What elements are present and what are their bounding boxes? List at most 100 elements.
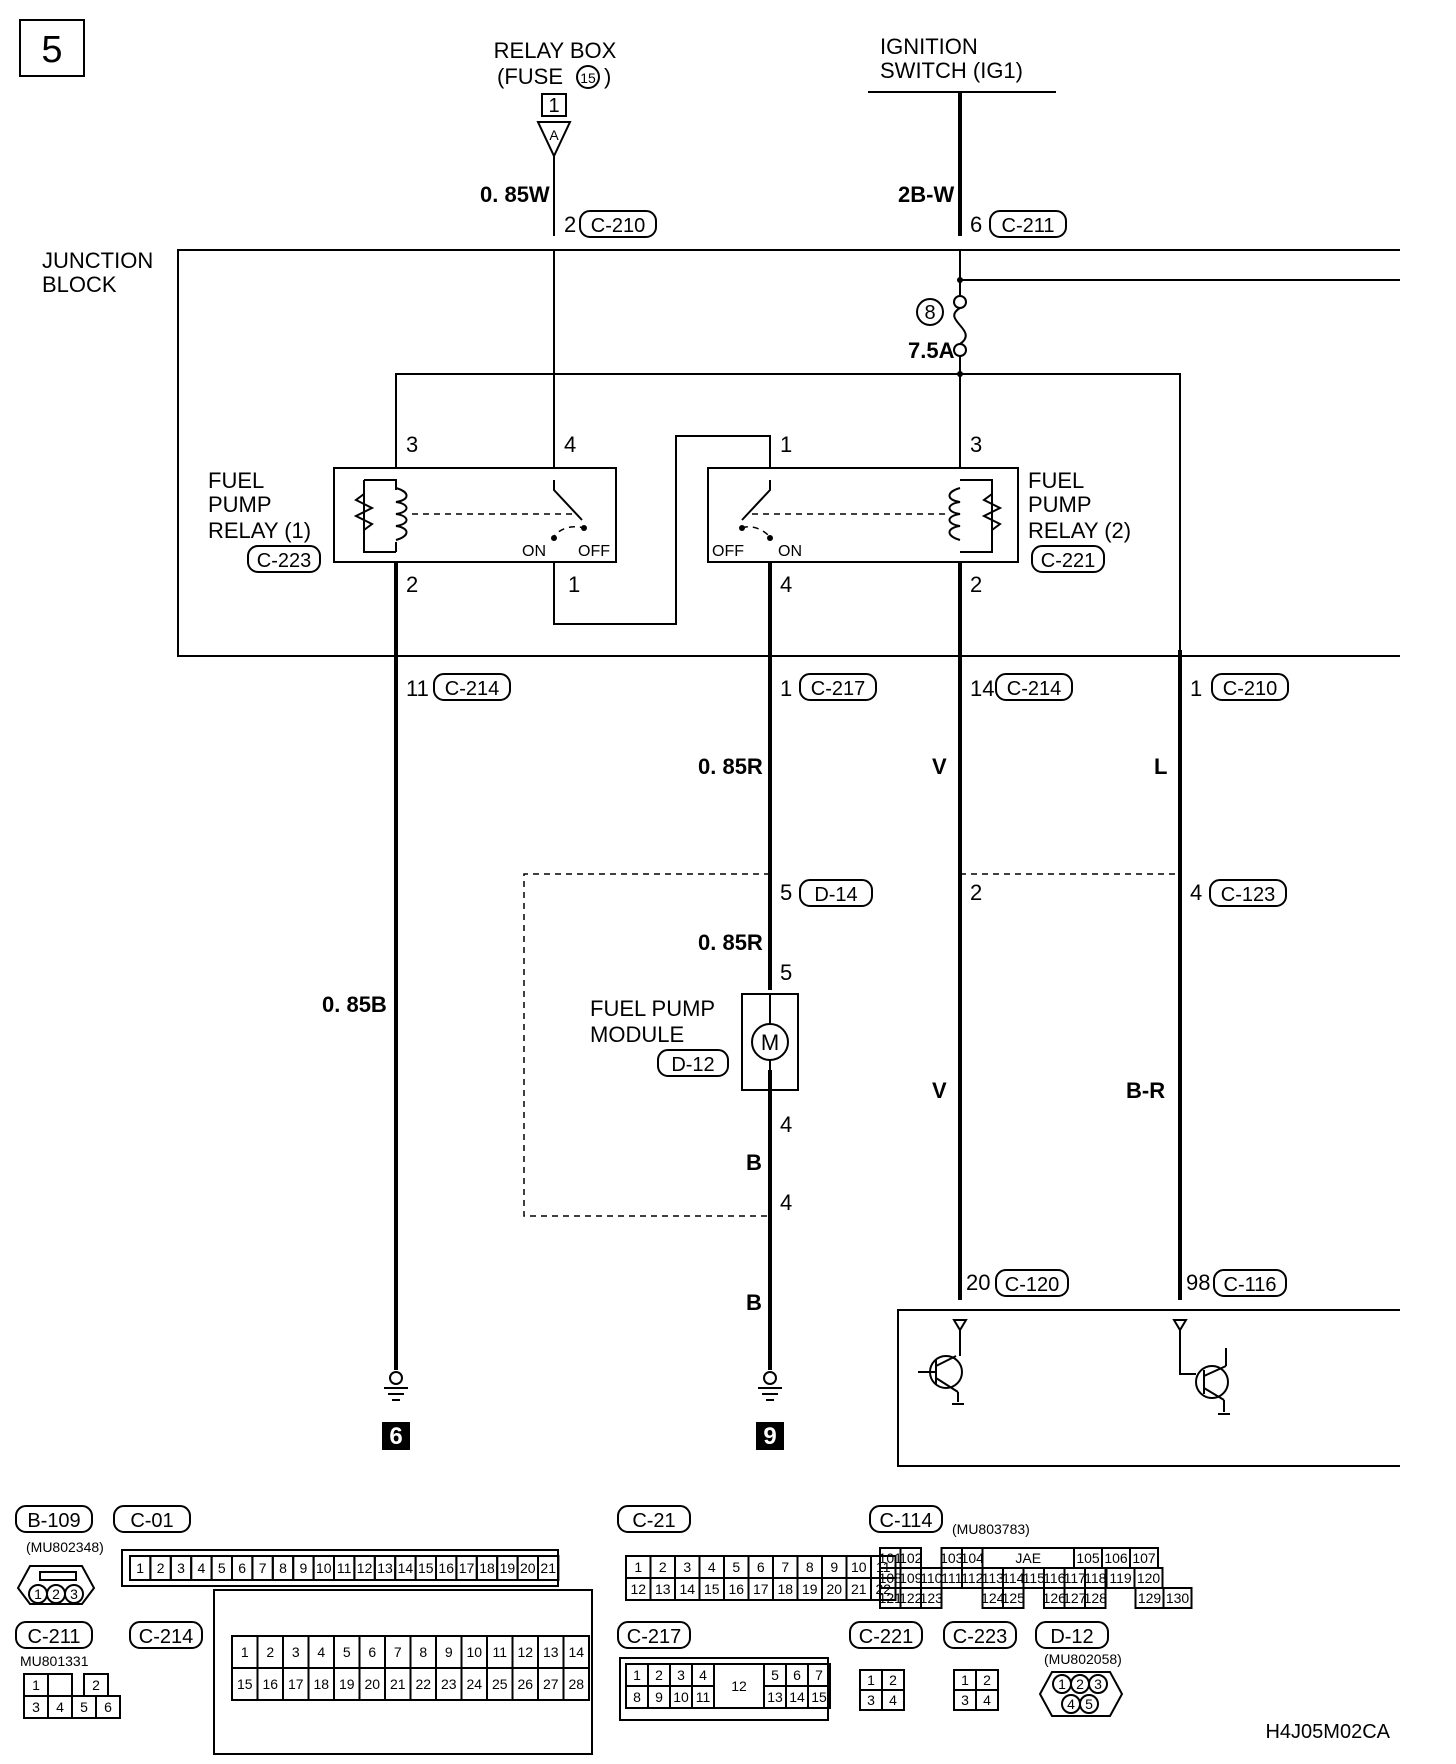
c114-pin: 122 <box>899 1590 923 1606</box>
c223-pin: 1 <box>961 1672 969 1688</box>
conn-label-c211 <box>989 210 1067 238</box>
c217-pin: 5 <box>771 1667 779 1683</box>
wire4-pin3: 98 <box>1186 1270 1210 1295</box>
c214-pin: 28 <box>568 1676 584 1692</box>
c214-cell <box>562 1667 590 1701</box>
c114-part: (MU803783) <box>952 1521 1030 1537</box>
relay1-dashed-arc <box>551 526 585 541</box>
wire3-color: V <box>932 754 947 779</box>
c114-pin: 111 <box>941 1570 962 1586</box>
c114-pin: 115 <box>1023 1570 1046 1586</box>
wire3-connector-box <box>995 673 1073 701</box>
c21-label-box <box>617 1505 691 1533</box>
wire2-pin2: 5 <box>780 880 792 905</box>
relay2-on-contact <box>767 535 773 541</box>
c21-pin: 13 <box>655 1581 671 1597</box>
pump-module-label-2: MODULE <box>590 1022 684 1047</box>
relay2-pin-1: 1 <box>780 432 792 457</box>
relay1-label-3: RELAY (1) <box>208 518 311 543</box>
wire4-color2: B-R <box>1126 1078 1165 1103</box>
ground-1-number: 6 <box>389 1423 402 1450</box>
wire2-pin3: 4 <box>780 1190 792 1215</box>
relay-box-connector-arrow <box>536 121 572 159</box>
c01-pin: 18 <box>479 1560 495 1576</box>
ground-symbol-2 <box>758 1371 782 1401</box>
c223-pin: 3 <box>961 1692 969 1708</box>
c114-pin: 125 <box>1002 1590 1026 1606</box>
c114-pin: 104 <box>961 1550 985 1566</box>
c214-pin: 23 <box>441 1676 457 1692</box>
c114-pin: 101 <box>879 1550 903 1566</box>
wire2-color3: B <box>746 1150 762 1175</box>
relay2-connector-box <box>1031 545 1105 573</box>
c214-pin: 19 <box>339 1676 355 1692</box>
d12-label-box <box>1035 1621 1109 1649</box>
c223-cell <box>975 1689 999 1711</box>
c114-pin: 103 <box>940 1550 964 1566</box>
c214-pin: 27 <box>543 1676 559 1692</box>
relay1-pin-3: 3 <box>406 432 418 457</box>
relay2-pin-4: 4 <box>780 572 792 597</box>
c221-name: C-221 <box>859 1626 913 1648</box>
wire3-pin2: 2 <box>970 880 982 905</box>
c21-pin: 3 <box>683 1559 691 1575</box>
c223-label-box <box>943 1621 1017 1649</box>
c21-pin: 14 <box>679 1581 695 1597</box>
wire-ignition-connector: C-211 <box>1002 215 1055 237</box>
svg-text:5: 5 <box>1085 1696 1093 1712</box>
relay2-label-1: FUEL <box>1028 468 1084 493</box>
c214-pin: 12 <box>517 1644 533 1660</box>
c01-pin: 5 <box>218 1560 226 1576</box>
c217-pin: 2 <box>655 1667 663 1683</box>
c01-pin: 4 <box>198 1560 206 1576</box>
relay1-connector: C-223 <box>257 550 311 572</box>
wire3-pin3: 20 <box>966 1270 990 1295</box>
c01-pin: 7 <box>259 1560 267 1576</box>
c01-pin: 1 <box>136 1560 144 1576</box>
fuse-number: 8 <box>924 302 935 324</box>
wire3-connector3: C-120 <box>1005 1274 1059 1296</box>
c214-pin: 25 <box>492 1676 508 1692</box>
relay2-box <box>707 467 1019 563</box>
c01-label-box <box>113 1505 191 1533</box>
c217-pin: 4 <box>699 1667 707 1683</box>
c217-pin: 8 <box>633 1689 641 1705</box>
relay1-on-label: ON <box>522 543 546 560</box>
c01-pin: 10 <box>316 1560 332 1576</box>
drawing-code: H4J05M02CA <box>1265 1721 1390 1743</box>
c221-label-box <box>849 1621 923 1649</box>
relay-box-terminal: 1 <box>548 95 559 117</box>
c214-pin: 8 <box>419 1644 427 1660</box>
c214-pin: 5 <box>343 1644 351 1660</box>
c211-pin: 4 <box>56 1699 64 1715</box>
c114-pin: 123 <box>920 1590 944 1606</box>
fuse-number-circle <box>576 65 600 89</box>
c21-pin: 15 <box>704 1581 720 1597</box>
ground-2-marker <box>756 1422 784 1450</box>
c114-name: C-114 <box>880 1510 933 1532</box>
wire4-connector3-box <box>1213 1269 1287 1297</box>
c01-pin: 8 <box>279 1560 287 1576</box>
c214-pin: 13 <box>543 1644 559 1660</box>
c01-pin: 13 <box>377 1560 393 1576</box>
c114-pin: 126 <box>1043 1590 1067 1606</box>
c214-pin: 24 <box>466 1676 482 1692</box>
pump-motor-symbol: M <box>761 1030 779 1055</box>
svg-text:4: 4 <box>1067 1696 1075 1712</box>
c217-pin: 13 <box>767 1689 783 1705</box>
relay-box-terminal-box <box>541 93 567 117</box>
relay-box-fuse-label: (FUSE <box>497 64 563 89</box>
relay2-on-label: ON <box>778 543 802 560</box>
c114-cell <box>1084 1587 1107 1609</box>
c21-pin: 5 <box>732 1559 740 1575</box>
relay1-connector-box <box>247 545 321 573</box>
svg-text:2: 2 <box>52 1586 60 1602</box>
c114-pin: 105 <box>1076 1550 1100 1566</box>
c217-pin: 14 <box>789 1689 805 1705</box>
c01-cell <box>537 1555 560 1581</box>
c21-pin: 8 <box>806 1559 814 1575</box>
wire2-pin: 1 <box>780 676 792 701</box>
ignition-switch-label-2: SWITCH (IG1) <box>880 58 1023 83</box>
